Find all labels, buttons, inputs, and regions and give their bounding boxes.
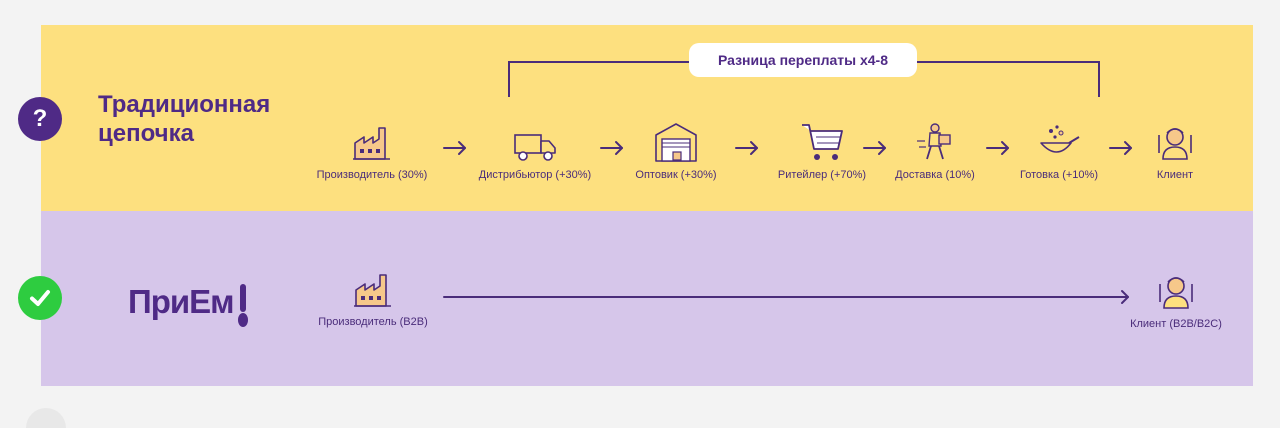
step-wholesaler: Оптовик (+30%): [596, 121, 756, 181]
step-cooking: Готовка (+10%): [979, 123, 1139, 181]
arrow-1-icon: [443, 141, 466, 155]
checkmark-badge-icon: [18, 276, 62, 320]
step-label: Ритейлер (+70%): [777, 169, 867, 181]
truck-icon: [514, 134, 556, 161]
step-client: Клиент: [1095, 123, 1255, 181]
priem-step-producer: Производитель (B2B): [293, 270, 453, 328]
priem-long-arrow-icon: [443, 290, 1129, 304]
step-producer: Производитель (30%): [292, 123, 452, 181]
wok-icon: [1040, 125, 1080, 153]
client-icon: [1159, 277, 1193, 309]
step-label: Доставка (10%): [895, 169, 975, 181]
step-delivery: Доставка (10%): [855, 121, 1015, 181]
arrow-2-icon: [600, 141, 623, 155]
priem-logo-text: ПриЕм: [128, 283, 235, 320]
warehouse-icon: [655, 123, 697, 162]
client-icon: [1158, 128, 1192, 160]
shopping-cart-icon: [802, 124, 843, 160]
question-badge-icon: ?: [18, 97, 62, 141]
step-retailer: Ритейлер (+70%): [742, 121, 902, 181]
traditional-chain-title: Традиционная цепочка: [98, 90, 270, 148]
check-icon: [30, 290, 50, 306]
traditional-chain-band: [41, 25, 1253, 211]
factory-icon: [353, 127, 390, 160]
step-label: Оптовик (+30%): [635, 169, 717, 181]
title-line-1: Традиционная: [98, 91, 271, 118]
step-label: Клиент: [1156, 169, 1194, 181]
step-label: Готовка (+10%): [1020, 169, 1098, 181]
arrow-5-icon: [986, 141, 1009, 155]
step-distributor: Дистрибьютор (+30%): [455, 131, 615, 181]
priem-logo: ПриЕм: [128, 283, 250, 328]
traditional-arrows: [443, 141, 1132, 304]
title-line-2: цепочка: [98, 120, 194, 147]
spoon-icon: [237, 284, 248, 327]
arrow-3-icon: [735, 141, 758, 155]
step-label: Клиент (B2B/B2C): [1130, 318, 1222, 330]
priem-step-client: Клиент (B2B/B2C): [1096, 272, 1256, 330]
arrow-6-icon: [1109, 141, 1132, 155]
courier-icon: [917, 123, 951, 160]
arrow-4-icon: [863, 141, 886, 155]
step-label: Дистрибьютор (+30%): [478, 169, 592, 181]
step-label: Производитель (B2B): [318, 316, 428, 328]
factory-icon: [354, 274, 391, 307]
overpay-callout: Разница переплаты x4-8: [689, 43, 917, 77]
step-label: Производитель (30%): [316, 169, 428, 181]
